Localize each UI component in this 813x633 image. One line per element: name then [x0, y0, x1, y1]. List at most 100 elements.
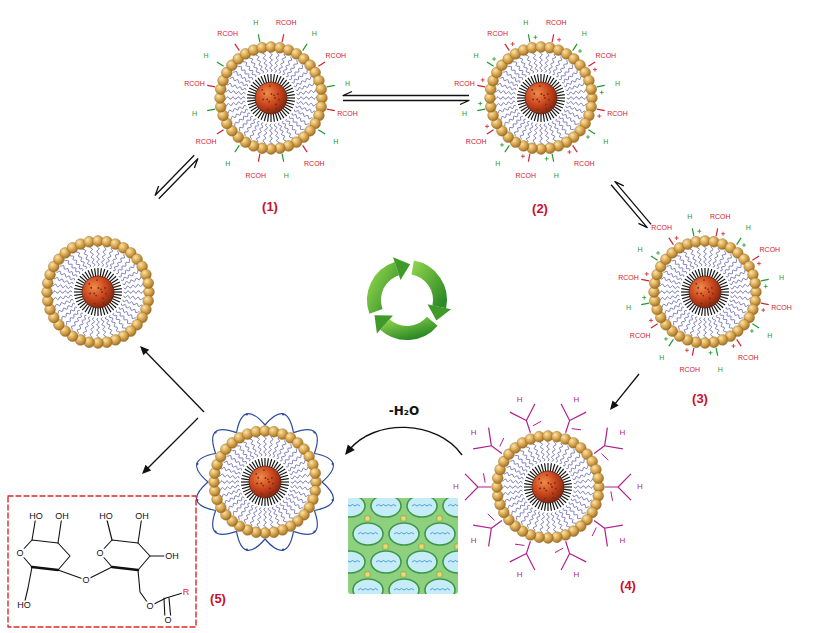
ester-loop [314, 454, 333, 483]
ligand [264, 458, 265, 467]
surfactant-tail [547, 441, 550, 461]
head-bead [316, 84, 327, 95]
core-texture [263, 469, 265, 471]
charge-plus [587, 135, 588, 139]
ligand [720, 294, 728, 295]
surfactant-tail [731, 291, 751, 294]
group-label: H [746, 224, 751, 231]
group-bond [588, 62, 595, 66]
ligand [74, 294, 82, 295]
core-texture [267, 109, 269, 111]
ligand [114, 291, 123, 292]
core-texture [274, 97, 276, 99]
surfactant-tail [270, 52, 273, 72]
surfactant-tail [297, 90, 317, 95]
core-texture [709, 297, 711, 299]
ligand [517, 97, 526, 98]
micelle-node: (2) [469, 26, 613, 218]
nanoparticle-core [82, 276, 114, 308]
atom-label: HO [16, 601, 32, 610]
reaction-arrow [611, 182, 651, 228]
core-texture [552, 497, 554, 499]
charge-plus [686, 348, 687, 352]
surfactant-tail [697, 318, 702, 338]
surfactant-tail [294, 110, 312, 119]
ligand [113, 296, 121, 298]
charge-plus [599, 114, 600, 118]
group-bond [573, 44, 577, 51]
core-texture [545, 490, 547, 492]
ligand [275, 75, 277, 83]
group-label: RCOH [630, 332, 651, 339]
core-texture [712, 293, 714, 295]
bond [24, 567, 32, 605]
ligand [270, 114, 271, 123]
ligand [91, 269, 93, 277]
ester-atom [246, 549, 248, 551]
recycle-arc [413, 268, 440, 307]
group-bond [573, 145, 577, 152]
core-texture [697, 287, 699, 289]
ligand [543, 74, 544, 82]
surfactant-tail [533, 53, 538, 73]
ligand [682, 285, 690, 287]
ligand [248, 102, 256, 104]
ligand [707, 268, 708, 276]
ester-atom [313, 431, 315, 433]
surfactant-tail [286, 119, 299, 135]
surfactant-tail [567, 97, 587, 100]
ligand [550, 463, 551, 471]
surfactant-tail [526, 55, 534, 74]
group-bond [505, 145, 509, 152]
water-wave [376, 505, 396, 507]
ligand [525, 491, 533, 493]
surfactant-tail [502, 486, 522, 489]
group-bond [552, 34, 554, 42]
group-label: H [615, 79, 620, 86]
zeolite-pore [425, 523, 455, 545]
group-bond [761, 279, 769, 281]
surfactant-tail [540, 124, 543, 144]
group-bond [487, 62, 494, 66]
zeolite-pore [371, 551, 401, 573]
atom-label: O [81, 576, 90, 585]
micelle-node: (4) [462, 410, 642, 596]
ligand [280, 486, 288, 488]
branch-bond [465, 474, 491, 500]
core-texture [539, 487, 541, 489]
ester-atom [332, 499, 334, 501]
group-bond [207, 109, 215, 111]
ester-loop [237, 414, 266, 433]
ester-loop [294, 511, 318, 535]
core-texture [555, 488, 557, 490]
surfactant-tail [495, 90, 515, 95]
branch-bond [510, 404, 535, 433]
ligand [721, 291, 730, 292]
surfactant-tail [235, 113, 251, 126]
group-label: RCOH [618, 273, 639, 280]
zeolite-pore [371, 498, 401, 517]
surfactant-tail [503, 490, 523, 495]
zeolite-pore [407, 498, 437, 517]
charge-plus [658, 251, 659, 255]
core-texture [268, 481, 270, 483]
charge-plus [559, 38, 560, 42]
core-texture [701, 303, 703, 305]
ligand [562, 477, 570, 481]
core-texture [260, 483, 262, 485]
surfactant-tail [567, 101, 587, 106]
surfactant-tail [673, 310, 686, 325]
group-label: RCOH [515, 171, 536, 178]
core-texture [275, 103, 277, 105]
branch-stub [483, 473, 485, 482]
reaction-arrow-line [614, 374, 639, 405]
charge-plus [644, 296, 645, 300]
equilibrium-arrow [611, 185, 647, 228]
ligand [97, 308, 98, 317]
group-bond [258, 34, 260, 42]
ligand [545, 463, 546, 471]
ester-loop [213, 511, 237, 535]
stage-number: (3) [692, 392, 708, 405]
surfactant-tail [669, 307, 685, 320]
group-bond [528, 34, 530, 42]
